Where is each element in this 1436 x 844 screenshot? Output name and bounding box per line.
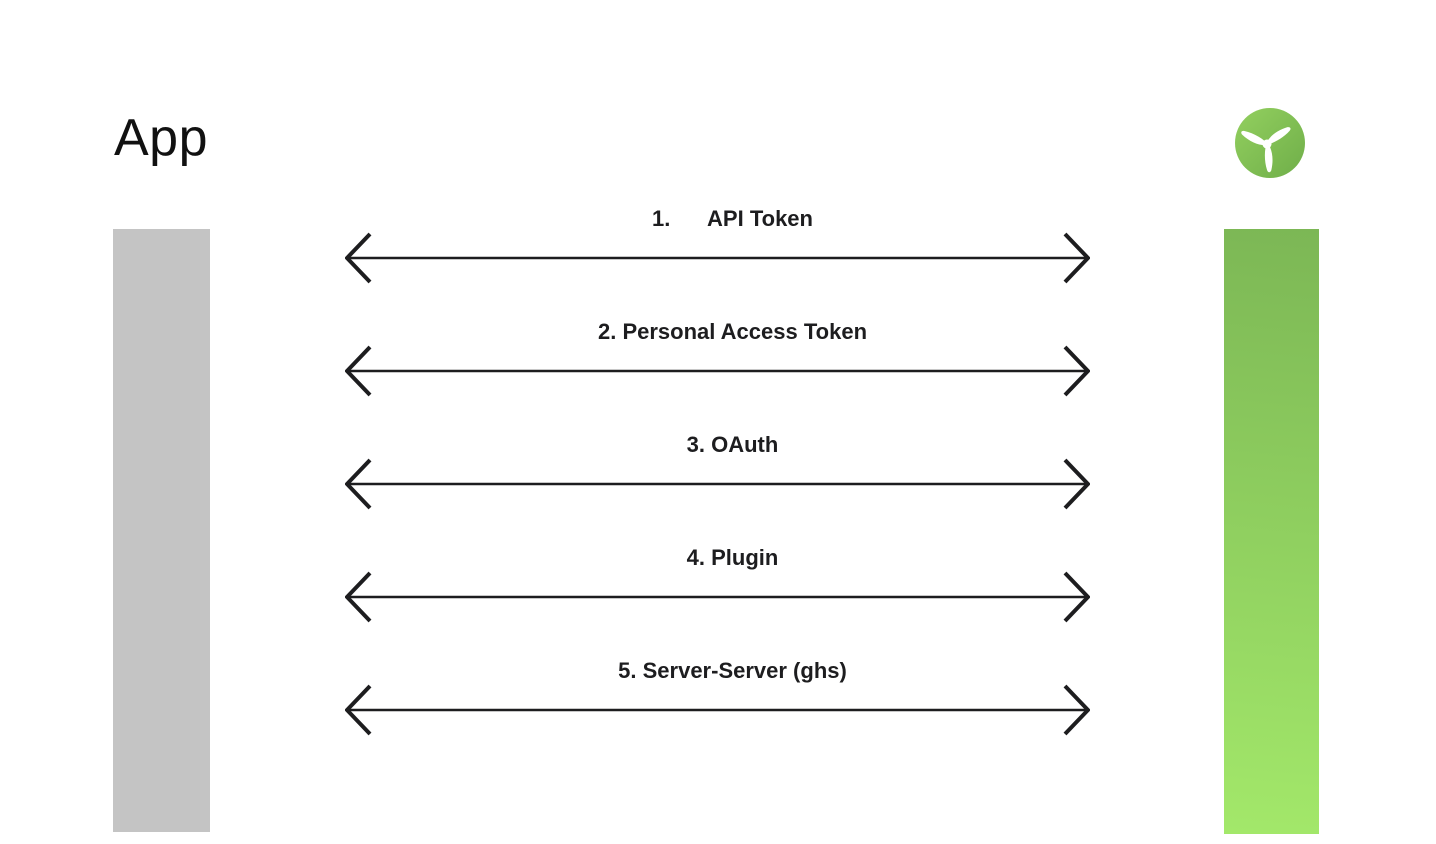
connection-row: 4. Plugin (345, 545, 1090, 625)
connection-label: 4. Plugin (686, 545, 779, 570)
connection-label: 2. Personal Access Token (597, 319, 868, 344)
double-arrow (345, 684, 1090, 736)
connection-row: 5. Server-Server (ghs) (345, 658, 1090, 738)
connection-label: 1. API Token (652, 206, 813, 231)
app-title: App (114, 109, 209, 167)
double-arrow (345, 458, 1090, 510)
connection-row: 3. OAuth (345, 432, 1090, 512)
app-lifeline-bar (113, 229, 210, 832)
double-arrow (345, 345, 1090, 397)
double-arrow (345, 571, 1090, 623)
connection-label: 5. Server-Server (ghs) (618, 658, 847, 683)
connection-row: 1. API Token (345, 206, 1090, 286)
connection-row: 2. Personal Access Token (345, 319, 1090, 399)
connection-label: 3. OAuth (686, 432, 779, 457)
double-arrow (345, 232, 1090, 284)
service-lifeline-bar (1224, 229, 1319, 834)
wind-turbine-icon (1235, 108, 1305, 178)
